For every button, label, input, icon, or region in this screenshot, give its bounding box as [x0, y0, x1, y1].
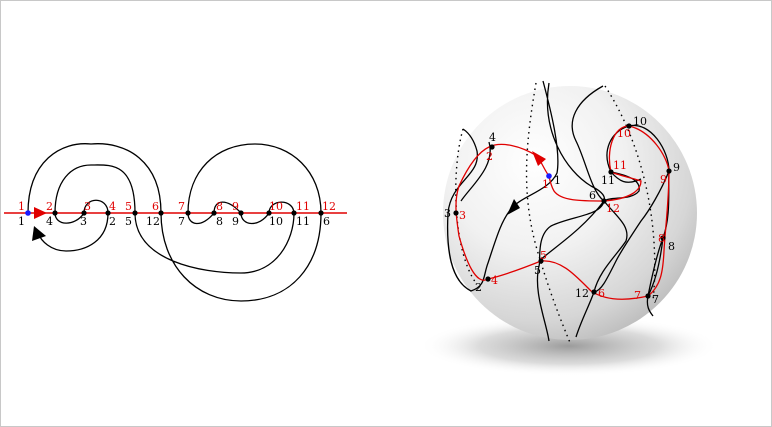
- red-label: 12: [322, 200, 336, 213]
- black-label: 2: [475, 281, 482, 294]
- black-label: 6: [589, 189, 596, 202]
- red-label: 1: [542, 178, 549, 191]
- red-label: 2: [46, 200, 53, 213]
- black-label: 12: [575, 287, 589, 300]
- black-label: 11: [296, 215, 310, 228]
- black-label: 12: [146, 215, 160, 228]
- red-label: 8: [658, 232, 665, 245]
- red-label: 9: [660, 173, 667, 186]
- red-label: 8: [216, 200, 223, 213]
- black-label: 4: [46, 215, 53, 228]
- black-label: 10: [633, 115, 647, 128]
- red-arrow-left: [34, 207, 47, 219]
- black-label: 3: [444, 207, 451, 220]
- black-label: 5: [534, 264, 541, 277]
- red-label: 9: [232, 200, 239, 213]
- black-label: 3: [80, 215, 87, 228]
- crossing-dots-sphere: [453, 123, 672, 299]
- red-label: 10: [269, 200, 283, 213]
- red-label: 12: [606, 202, 620, 215]
- red-labels-left: 1 2 3 4 5 6 7 8 9 10 11 12: [18, 200, 336, 213]
- red-label: 5: [540, 249, 547, 262]
- black-label: 11: [601, 174, 615, 187]
- black-label: 7: [652, 293, 659, 306]
- black-label: 8: [668, 240, 675, 253]
- black-label: 2: [109, 215, 116, 228]
- dotted-meridians: [455, 82, 656, 346]
- red-label: 10: [617, 127, 631, 140]
- red-label: 6: [598, 287, 605, 300]
- red-label: 4: [109, 200, 116, 213]
- black-arrow-sphere: [507, 199, 520, 215]
- black-curve-left: [27, 143, 322, 302]
- black-label: 5: [125, 215, 132, 228]
- sphere-diagram: 1 2 3 4 5 6 7 8 9 10 11 12 1 2 3 4 5 6 7…: [419, 80, 719, 376]
- dotted-meridian-left: [455, 128, 477, 284]
- red-label: 3: [459, 209, 466, 222]
- red-label: 1: [18, 200, 25, 213]
- black-label: 4: [489, 131, 496, 144]
- red-label: 5: [125, 200, 132, 213]
- red-label: 3: [84, 200, 91, 213]
- sphere-shadow: [419, 316, 719, 376]
- red-label: 11: [296, 200, 310, 213]
- red-label: 7: [178, 200, 185, 213]
- sphere: [443, 86, 697, 340]
- red-label: 11: [613, 159, 627, 172]
- black-label: 1: [18, 215, 25, 228]
- black-label: 10: [269, 215, 283, 228]
- start-dot-sphere: [546, 173, 552, 179]
- black-labels-sphere: 1 2 3 4 5 6 7 8 9 10 11 12: [444, 115, 680, 306]
- black-labels-left: 1 4 3 2 5 12 7 8 9 10 11 6: [18, 215, 330, 228]
- black-label: 1: [554, 174, 561, 187]
- planar-curve-diagram: 1 2 3 4 5 6 7 8 9 10 11 12 1 4 3 2 5 12 …: [4, 143, 347, 302]
- red-arrow-sphere: [532, 151, 546, 166]
- red-label: 4: [491, 274, 498, 287]
- red-label: 2: [486, 150, 493, 163]
- black-arrow-left: [32, 226, 46, 241]
- red-label: 6: [152, 200, 159, 213]
- crossing-dots-left: [52, 210, 324, 216]
- black-label: 9: [673, 161, 680, 174]
- black-label: 6: [323, 215, 330, 228]
- black-label: 8: [216, 215, 223, 228]
- red-labels-sphere: 1 2 3 4 5 6 7 8 9 10 11 12: [459, 127, 667, 302]
- black-label: 9: [232, 215, 239, 228]
- start-dot-left: [25, 210, 31, 216]
- red-label: 7: [634, 289, 641, 302]
- black-label: 7: [178, 215, 185, 228]
